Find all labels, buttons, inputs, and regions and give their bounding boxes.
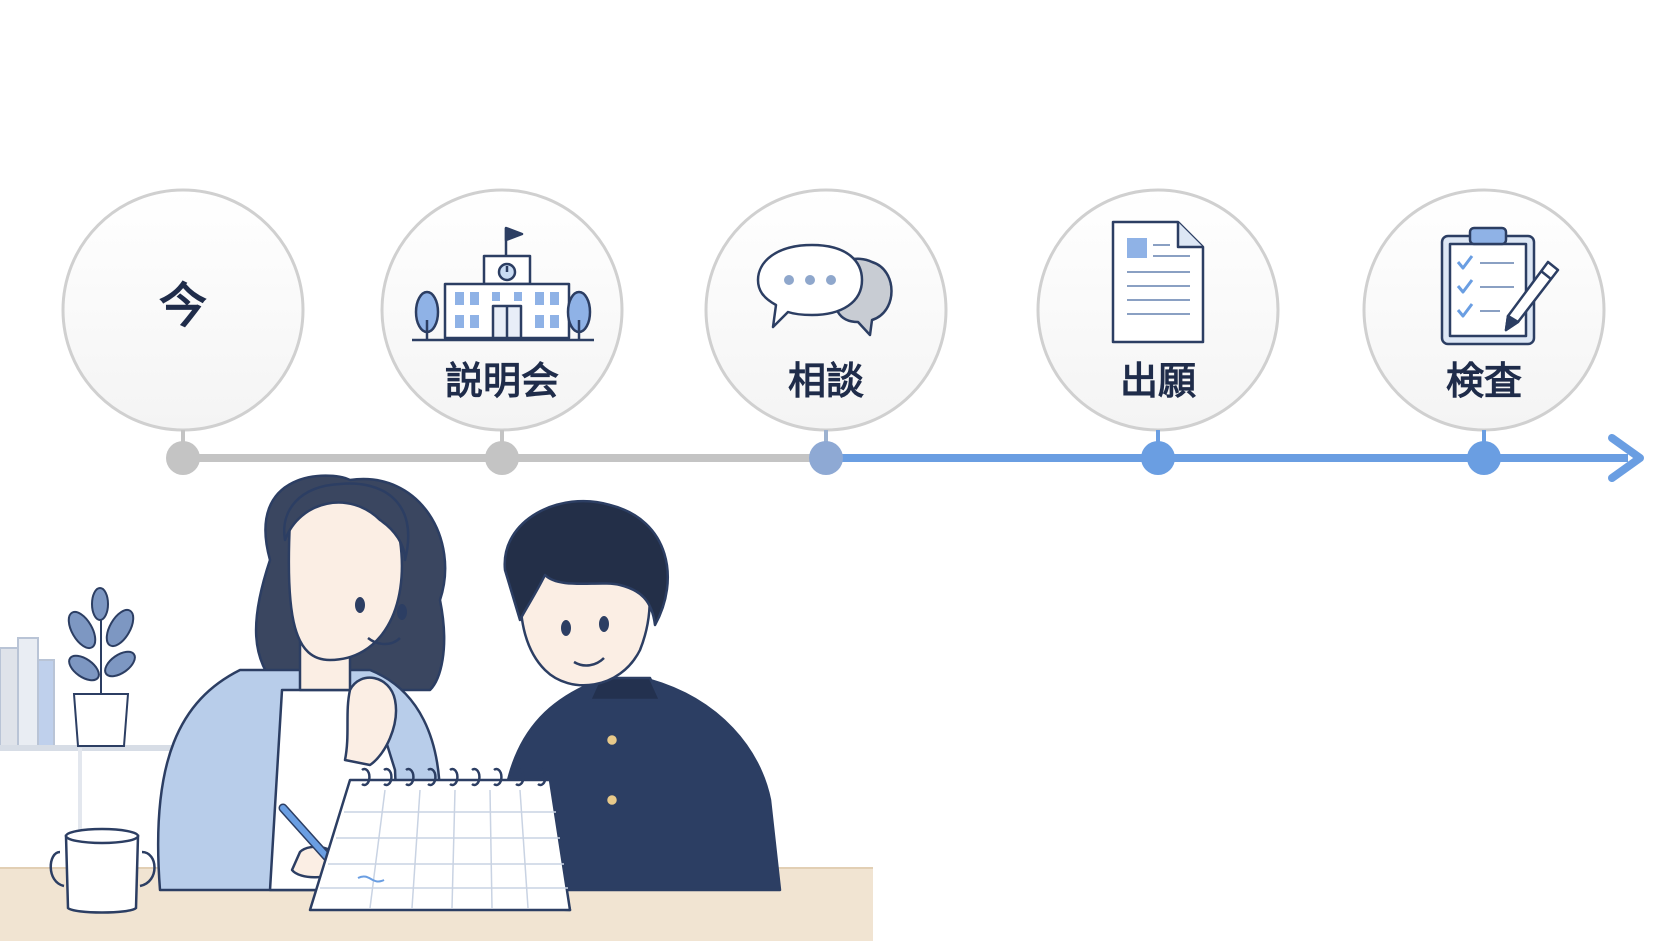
family-illustration: [0, 474, 873, 941]
timeline-node-consultation: [809, 441, 843, 475]
timeline-track: [179, 434, 1644, 482]
desk-calendar: [308, 767, 572, 912]
clipboard-checklist-icon: [1440, 226, 1560, 346]
step-circle-consultation: [704, 188, 948, 475]
step-label-consultation: 相談: [787, 359, 864, 403]
school-building-icon: [412, 226, 594, 342]
timeline-node-info-session: [485, 441, 519, 475]
step-label-info-session: 説明会: [444, 359, 559, 403]
step-circle-exam: [1362, 188, 1606, 475]
step-label-application: 出願: [1119, 359, 1196, 403]
step-circle-now: [61, 188, 305, 475]
speech-bubbles-icon: [756, 243, 893, 337]
document-icon: [1111, 220, 1205, 344]
timeline-arrowhead: [1608, 434, 1644, 482]
step-label-exam: 検査: [1445, 359, 1522, 403]
mug: [49, 827, 156, 914]
step-circle-application: [1036, 188, 1280, 475]
timeline-node-exam: [1467, 441, 1501, 475]
son: [498, 500, 782, 892]
bookshelf: [0, 637, 175, 842]
step-label-now: 今: [158, 278, 207, 334]
timeline-node-application: [1141, 441, 1175, 475]
timeline-node-now: [166, 441, 200, 475]
step-circle-info-session: [380, 188, 624, 475]
potted-plant: [67, 587, 136, 747]
